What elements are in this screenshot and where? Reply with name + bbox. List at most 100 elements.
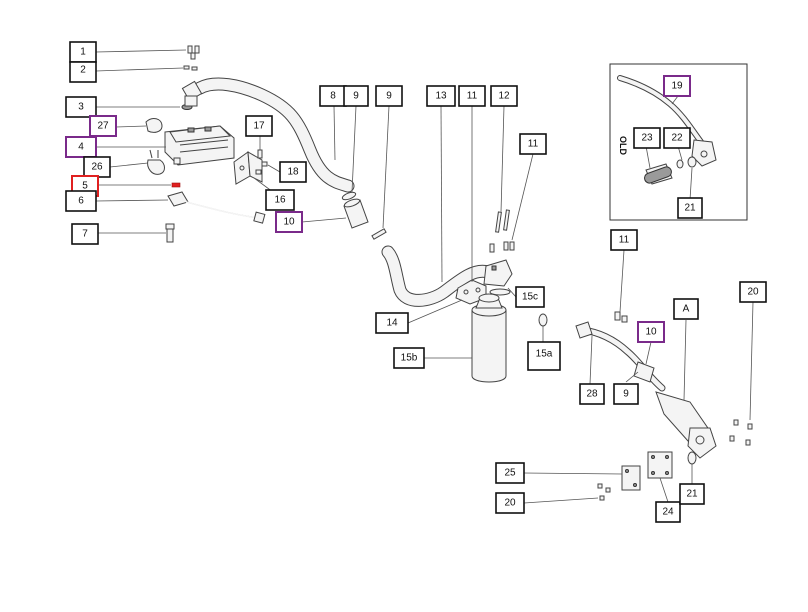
- svg-text:20: 20: [747, 287, 759, 298]
- label-27: 27: [89, 115, 117, 137]
- oring-part-21b: [687, 451, 697, 465]
- sleeve-part-10: [343, 198, 369, 229]
- label-24: 24: [655, 501, 681, 523]
- label-17: 17: [245, 115, 273, 137]
- plate-part-24: [647, 451, 673, 479]
- svg-text:20: 20: [504, 498, 516, 509]
- inset-old-stamp: OLD: [618, 136, 628, 155]
- label-6: 6: [65, 190, 97, 212]
- label-18: 18: [279, 161, 307, 183]
- leader-lines: [95, 49, 754, 504]
- label-4: 4: [65, 136, 97, 158]
- inset-frame: [609, 63, 748, 221]
- svg-text:24: 24: [662, 507, 674, 518]
- oring-part-5: [171, 182, 181, 188]
- label-21b: 21: [679, 483, 705, 505]
- label-7: 7: [71, 223, 99, 245]
- label-1: 1: [69, 41, 97, 63]
- clamp-part-9a: [341, 191, 357, 201]
- label-14: 14: [375, 312, 409, 334]
- svg-text:25: 25: [504, 468, 516, 479]
- hose-part-13: [381, 245, 495, 307]
- filter-part-15b: [471, 293, 507, 383]
- label-10a: 10: [275, 211, 303, 233]
- svg-text:9: 9: [353, 91, 359, 102]
- svg-text:11: 11: [528, 139, 539, 150]
- label-12: 12: [490, 85, 518, 107]
- svg-text:21: 21: [686, 489, 698, 500]
- svg-text:15b: 15b: [401, 353, 418, 364]
- svg-text:23: 23: [641, 133, 653, 144]
- svg-text:22: 22: [671, 133, 683, 144]
- screws-part-11c: [614, 311, 628, 323]
- label-16: 16: [265, 189, 295, 211]
- label-23: 23: [633, 127, 661, 149]
- svg-text:26: 26: [91, 162, 103, 173]
- svg-text:9: 9: [386, 91, 392, 102]
- svg-text:16: 16: [274, 195, 286, 206]
- label-A: A: [673, 298, 699, 320]
- label-13: 13: [426, 85, 456, 107]
- svg-text:14: 14: [386, 318, 398, 329]
- bolt-part-7: [165, 223, 175, 243]
- label-11a: 11: [458, 85, 486, 107]
- svg-text:19: 19: [671, 81, 683, 92]
- inset-old-pipe: [617, 75, 717, 185]
- label-9a: 9: [343, 85, 369, 107]
- svg-text:15a: 15a: [536, 349, 553, 360]
- svg-text:8: 8: [330, 91, 336, 102]
- bolts-part-12: [495, 209, 510, 233]
- screws-part-20a: [729, 419, 753, 446]
- label-20a: 20: [739, 281, 767, 303]
- screws-part-11: [489, 241, 515, 253]
- label-26: 26: [83, 156, 111, 178]
- svg-text:1: 1: [80, 47, 86, 58]
- svg-text:9: 9: [623, 389, 629, 400]
- label-15c: 15c: [515, 286, 545, 308]
- svg-text:27: 27: [97, 121, 109, 132]
- svg-text:11: 11: [619, 235, 630, 246]
- svg-text:13: 13: [435, 91, 447, 102]
- svg-text:A: A: [683, 304, 690, 315]
- housing-part-4: [164, 125, 235, 166]
- label-9b: 9: [375, 85, 403, 107]
- svg-text:6: 6: [78, 196, 84, 207]
- svg-text:2: 2: [80, 65, 86, 76]
- label-15a: 15a: [527, 341, 561, 371]
- svg-text:3: 3: [78, 102, 84, 113]
- label-15b: 15b: [393, 347, 425, 369]
- label-2: 2: [69, 61, 97, 83]
- label-3: 3: [65, 96, 97, 118]
- label-22: 22: [663, 127, 691, 149]
- label-11c: 11: [610, 229, 638, 251]
- callout-labels: 1 2 3 27 4 26 5 6 7 8 9 9 10 13 11 12 11…: [65, 41, 767, 523]
- label-11b: 11: [519, 133, 547, 155]
- clamp-part-9b: [371, 228, 387, 240]
- sensor-part-26: [147, 149, 181, 175]
- label-21a: 21: [677, 197, 703, 219]
- hose-part-10b: [633, 361, 655, 383]
- svg-text:10: 10: [645, 327, 657, 338]
- svg-text:18: 18: [287, 167, 299, 178]
- filter-head-15c: [483, 259, 513, 296]
- gasket-part-25: [621, 465, 641, 491]
- svg-text:10: 10: [283, 217, 295, 228]
- label-10b: 10: [637, 321, 665, 343]
- svg-text:11: 11: [467, 91, 478, 102]
- parts-drawings: OLD: [145, 45, 753, 501]
- label-19: 19: [663, 75, 691, 97]
- screws-part-17-18: [255, 149, 268, 175]
- hose-upper-left: [181, 77, 355, 193]
- svg-text:4: 4: [78, 142, 84, 153]
- svg-text:7: 7: [82, 229, 88, 240]
- svg-text:5: 5: [82, 181, 88, 192]
- clip-part-2: [183, 65, 198, 71]
- svg-text:17: 17: [253, 121, 265, 132]
- label-20b: 20: [495, 492, 525, 514]
- pipe-part-6: [167, 191, 266, 224]
- screw-part-1: [187, 45, 200, 60]
- label-25: 25: [495, 462, 525, 484]
- label-8: 8: [319, 85, 347, 107]
- svg-text:28: 28: [586, 389, 598, 400]
